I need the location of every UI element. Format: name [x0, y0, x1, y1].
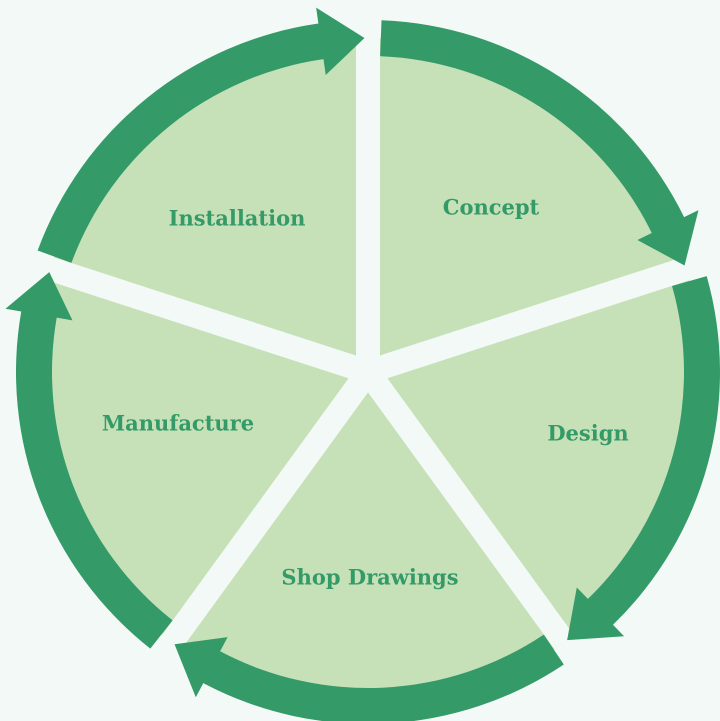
slice-divider — [358, 364, 603, 689]
arrow-shop-drawings-to-manufacture-icon — [174, 634, 564, 721]
slice-divider — [133, 364, 378, 689]
slice-design — [368, 268, 703, 643]
stage-label-concept: Concept — [442, 194, 540, 220]
stage-label-design: Design — [547, 420, 629, 446]
slice-divider — [364, 245, 720, 384]
stage-label-shop-drawings: Shop Drawings — [281, 564, 459, 590]
arrow-concept-to-design-icon — [380, 20, 699, 266]
arrow-design-to-shop-drawings-icon — [567, 276, 720, 641]
arrow-installation-to-concept-icon — [37, 7, 365, 263]
slice-manufacture — [34, 268, 369, 643]
slice-shop-drawings — [171, 372, 565, 706]
stage-label-manufacture: Manufacture — [101, 410, 255, 436]
arrow-manufacture-to-installation-icon — [5, 272, 173, 649]
stage-label-installation: Installation — [168, 205, 306, 231]
slice-divider — [0, 242, 372, 384]
